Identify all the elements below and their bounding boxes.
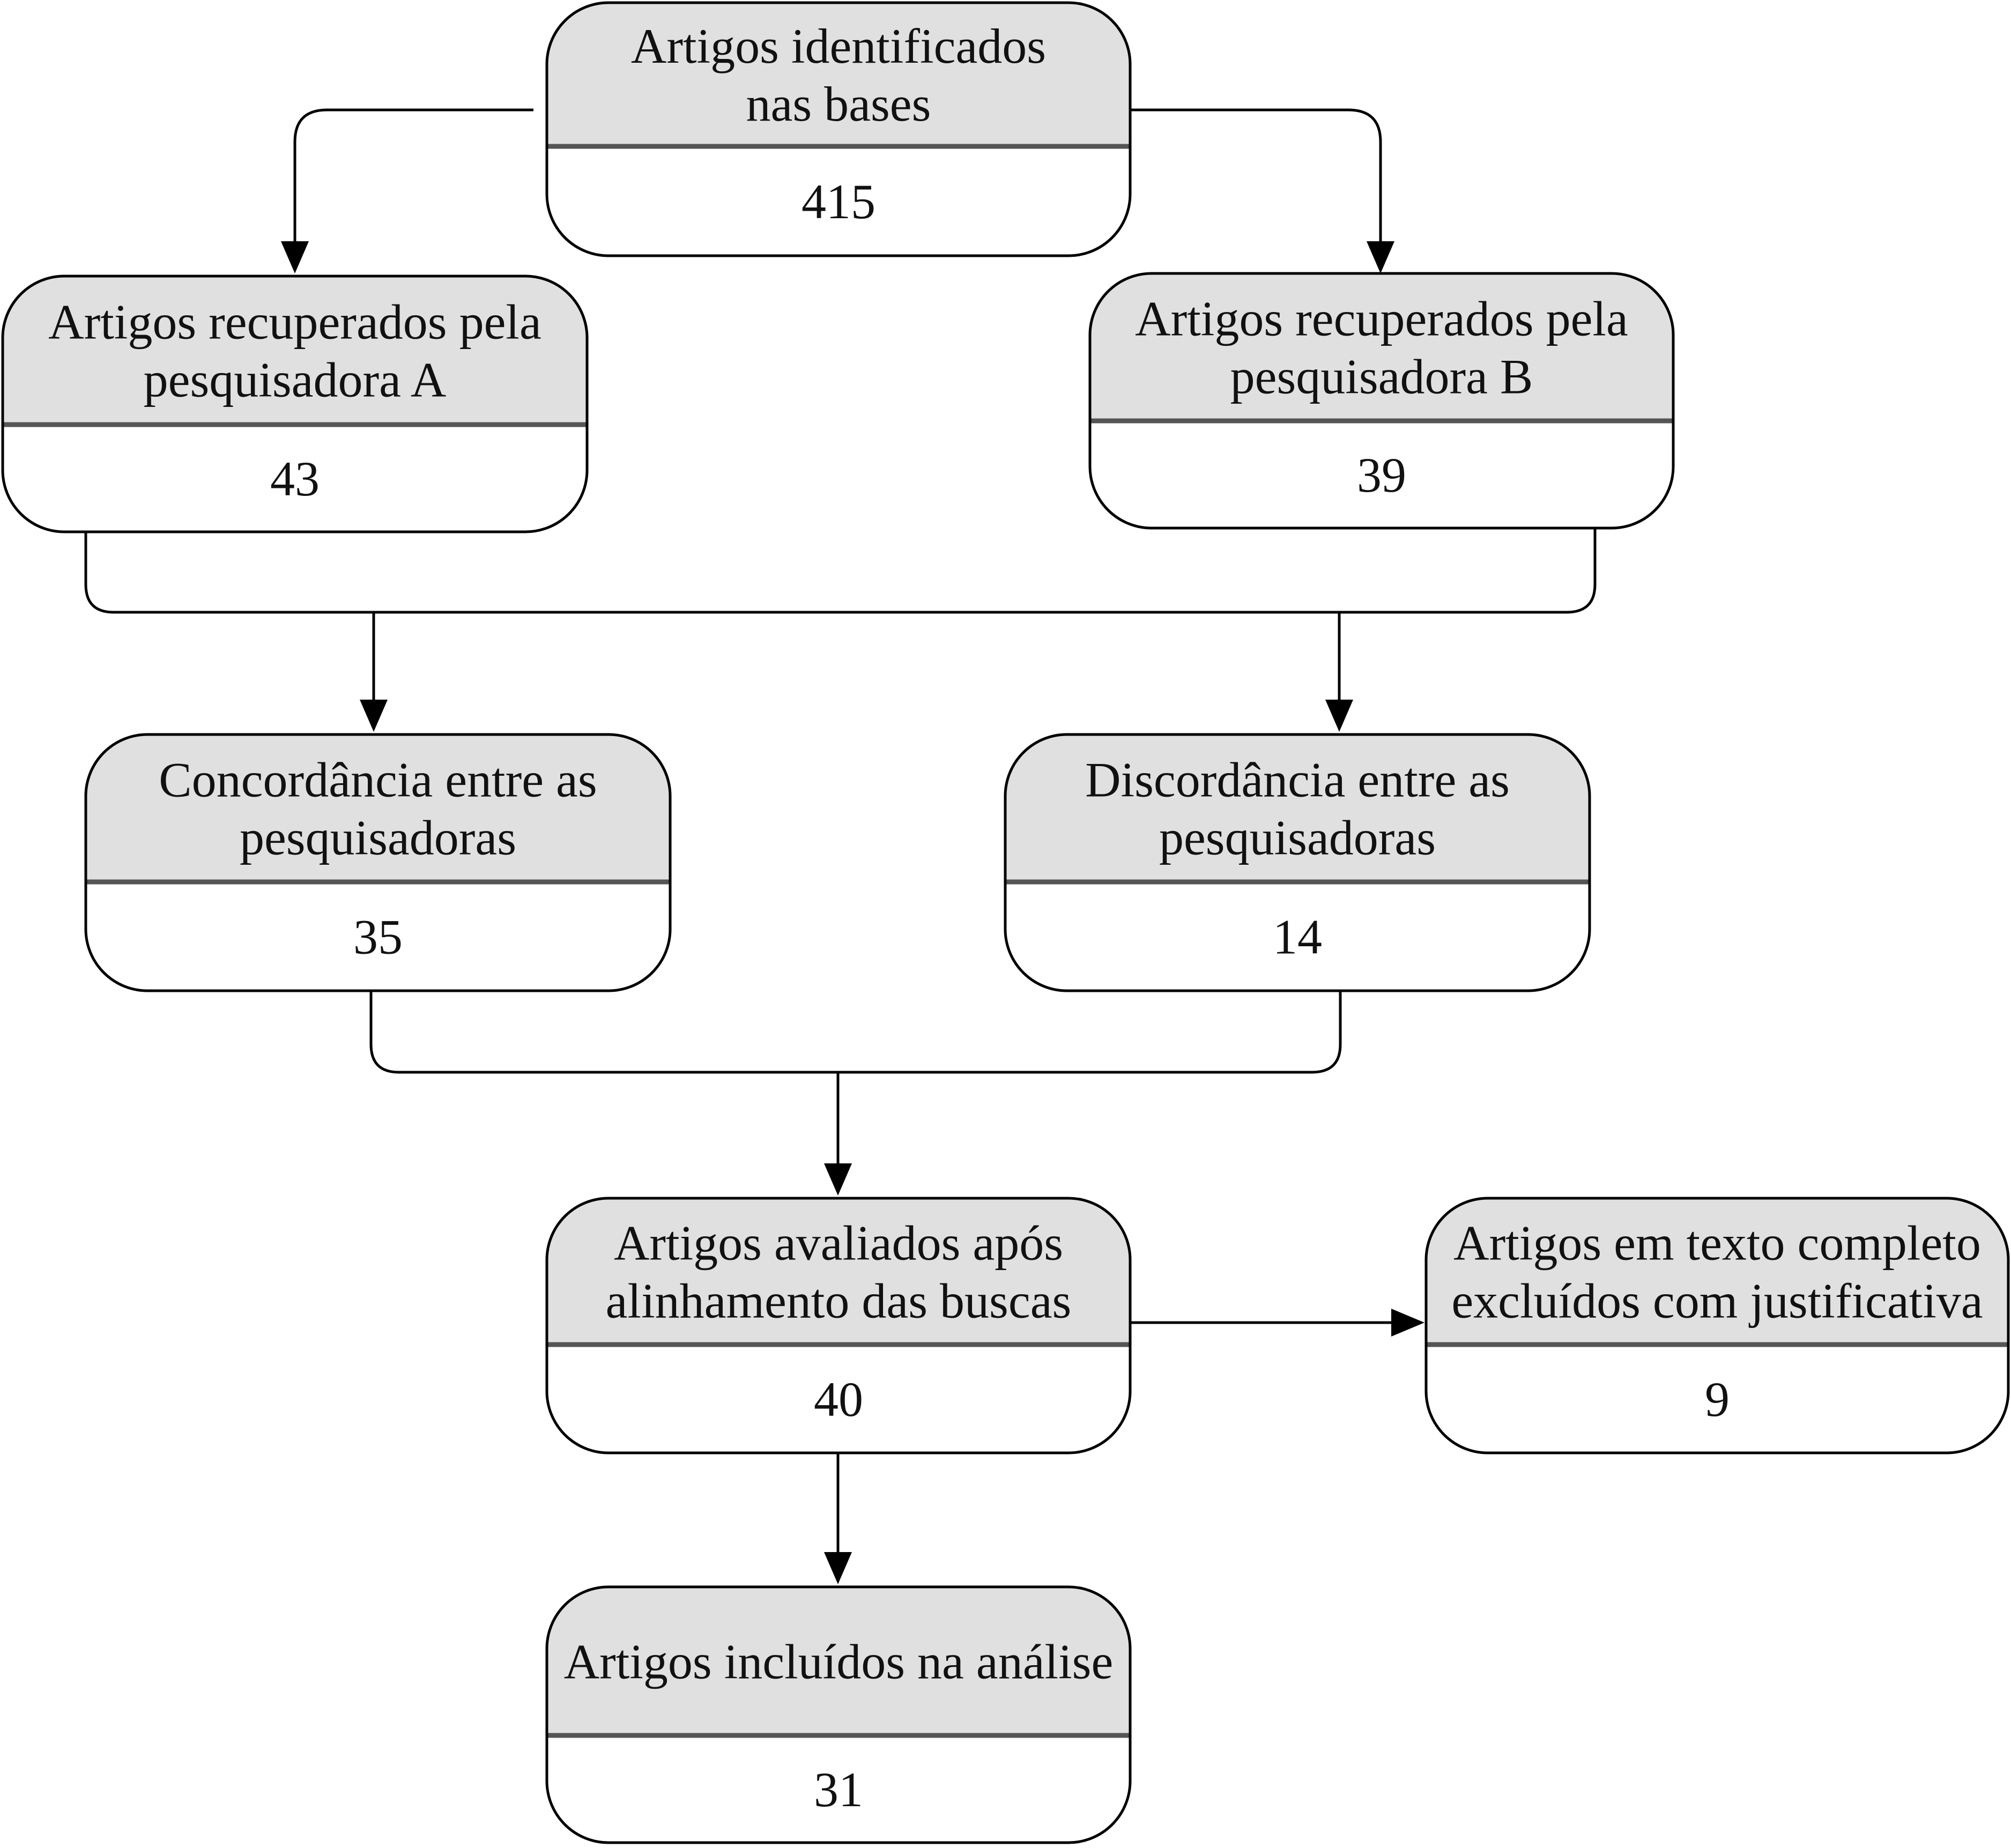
box-title-line: Concordância entre as (159, 753, 597, 807)
box-header (547, 1587, 1130, 1735)
box-title-line: pesquisadoras (1159, 811, 1436, 865)
box-count: 9 (1705, 1372, 1730, 1427)
box-outline (84, 733, 672, 992)
connector-agree-disagree-merge (369, 991, 1342, 1074)
box-outline (1, 274, 589, 533)
box-outline (545, 1585, 1132, 1844)
arrowhead-to-evaluated (824, 1163, 852, 1196)
box-count: 14 (1273, 910, 1322, 964)
box-outline (545, 1197, 1132, 1454)
arrowhead-to-a (281, 241, 309, 273)
box-title-line: pesquisadoras (240, 811, 516, 865)
box-header (1426, 1198, 2008, 1345)
connectors (84, 108, 1597, 1557)
box-count: 415 (802, 174, 875, 229)
box-title-line: alinhamento das buscas (606, 1274, 1072, 1329)
box-count: 39 (1357, 448, 1406, 502)
box-title-line: Artigos identificados (631, 19, 1046, 73)
box-title-line: pesquisadora A (144, 353, 447, 407)
arrowhead-to-agreement (360, 700, 388, 732)
box-included: Artigos incluídos na análise 31 (545, 1585, 1132, 1844)
box-count: 35 (353, 910, 403, 964)
box-outline (1088, 272, 1675, 530)
box-count: 31 (814, 1762, 863, 1817)
arrowhead-to-excluded (1391, 1309, 1424, 1337)
box-count: 43 (270, 451, 320, 506)
connector-ab-merge (84, 528, 1597, 614)
box-title-line: Artigos recuperados pela (48, 295, 541, 350)
arrowhead-to-b (1367, 241, 1394, 273)
box-title-line: Artigos em texto completo (1453, 1216, 1981, 1271)
box-outline (1004, 733, 1591, 992)
arrowhead-to-included (824, 1552, 852, 1584)
box-header (86, 734, 670, 882)
box-outline (1424, 1197, 2010, 1454)
box-header (547, 1198, 1130, 1345)
box-count: 40 (814, 1372, 863, 1427)
box-header (3, 276, 587, 425)
box-title-line: Artigos avaliados após (614, 1216, 1063, 1271)
box-header (547, 3, 1130, 146)
box-title-line: Discordância entre as (1085, 753, 1510, 807)
box-title-line: nas bases (746, 77, 931, 131)
box-title-line: Artigos incluídos na análise (564, 1635, 1114, 1689)
arrowheads (281, 241, 1424, 1584)
connector-identified-to-b (1131, 108, 1382, 247)
connector-identified-to-a (293, 108, 533, 247)
box-header (1005, 734, 1590, 882)
box-title-line: Artigos recuperados pela (1135, 292, 1628, 346)
box-title-line: excluídos com justificativa (1451, 1274, 1983, 1329)
box-header (1090, 273, 1673, 421)
box-title-line: pesquisadora B (1230, 350, 1533, 404)
box-outline (545, 1, 1132, 257)
arrowhead-to-disagreement (1325, 700, 1353, 732)
